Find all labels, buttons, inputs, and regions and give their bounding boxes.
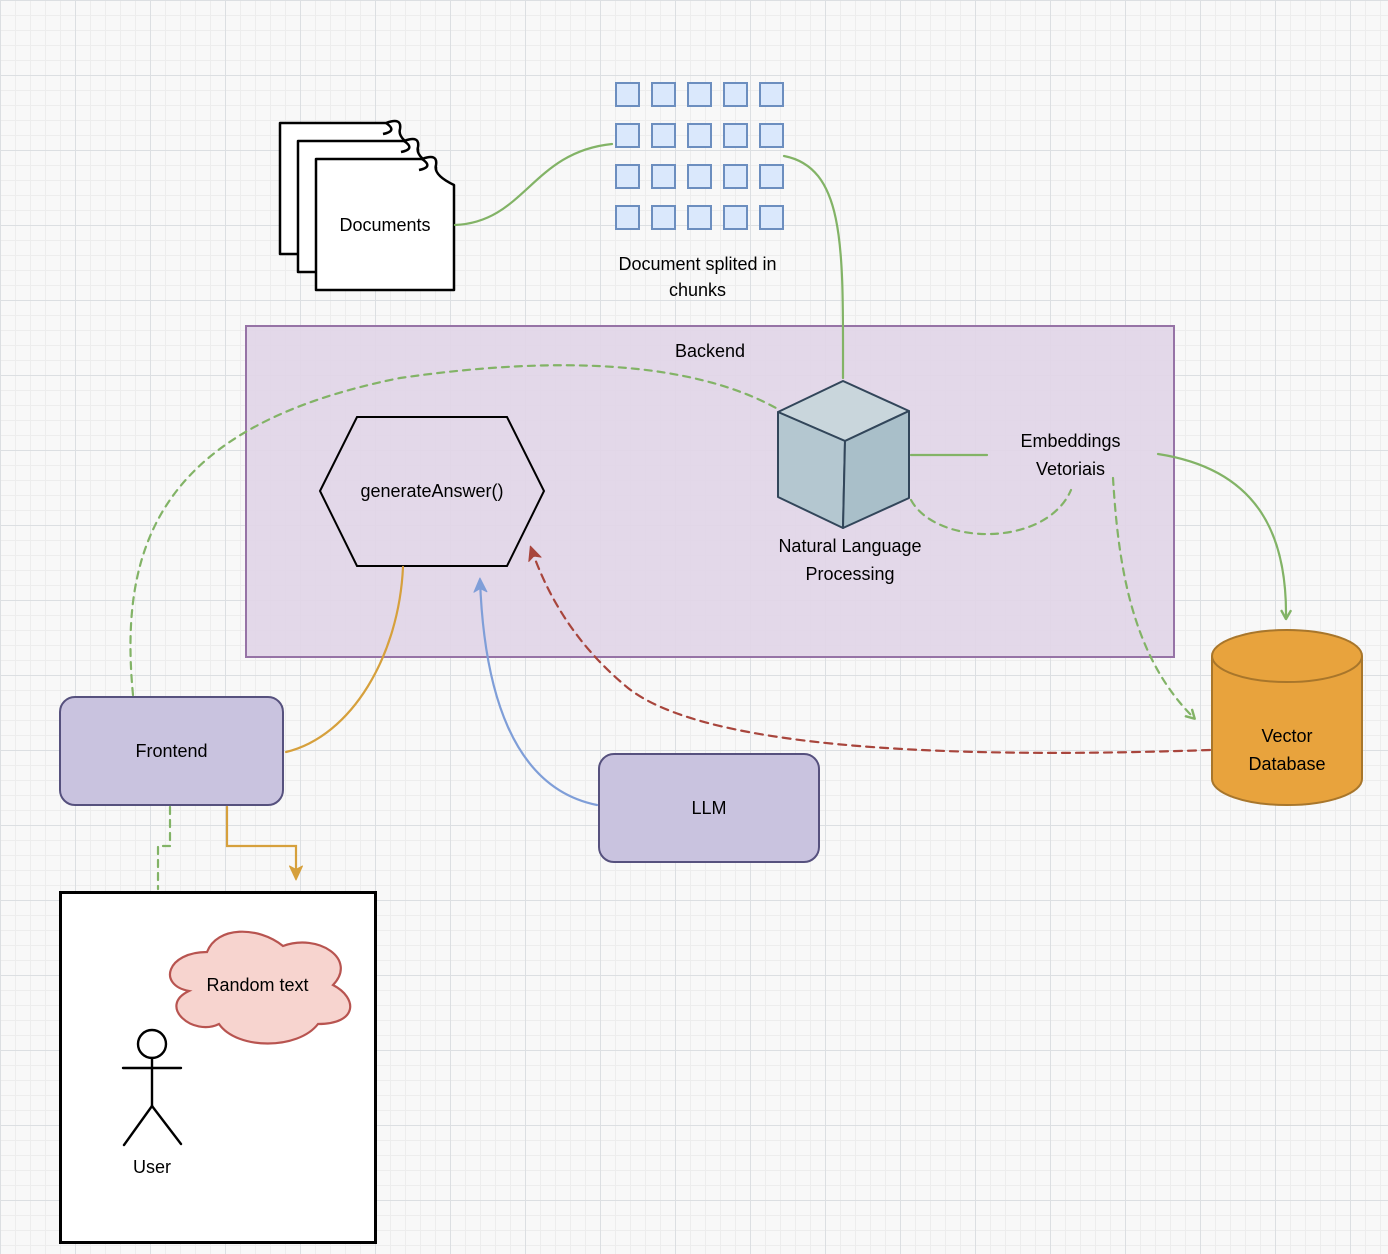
edge-llm-to-generateanswer <box>473 577 599 807</box>
vector-database-cylinder <box>1211 629 1363 806</box>
nlp-label: Natural Language Processing <box>778 536 922 584</box>
chunk-square <box>687 123 712 148</box>
documents-label: Documents <box>339 215 431 235</box>
chunk-square <box>651 164 676 189</box>
chunk-square <box>723 205 748 230</box>
chunk-square <box>651 82 676 107</box>
chunk-square <box>615 164 640 189</box>
chunk-square <box>723 164 748 189</box>
chunk-square <box>615 82 640 107</box>
backend-label: Backend <box>674 341 746 361</box>
documents-node <box>278 119 456 292</box>
vector-database-label: Vector Database <box>1248 726 1326 774</box>
random-text-cloud <box>169 930 352 1045</box>
random-text-label: Random text <box>206 975 309 995</box>
edge-chunks-to-nlp <box>782 154 845 380</box>
chunk-square <box>615 123 640 148</box>
chunk-square <box>723 123 748 148</box>
chunk-square <box>651 123 676 148</box>
chunk-square <box>687 82 712 107</box>
edge-embeddings-to-vectordb <box>1156 452 1292 621</box>
generate-answer-hexagon <box>318 416 546 567</box>
chunk-square <box>615 205 640 230</box>
chunk-square <box>687 205 712 230</box>
edge-frontend-to-nlp-dashed <box>129 364 778 697</box>
chunks-grid <box>615 82 784 230</box>
frontend-node: Frontend <box>59 696 284 806</box>
user-stick-figure <box>121 1028 183 1147</box>
chunk-square <box>687 164 712 189</box>
generate-answer-label: generateAnswer() <box>360 481 504 501</box>
llm-node: LLM <box>598 753 820 863</box>
frontend-label: Frontend <box>135 740 208 761</box>
embeddings-label: Embeddings Vetoriais <box>1020 431 1121 479</box>
chunk-square <box>759 205 784 230</box>
nlp-cube-icon <box>777 380 910 529</box>
chunk-square <box>759 82 784 107</box>
edge-frontend-to-user-dashed <box>156 805 172 891</box>
edge-frontend-to-user <box>225 805 303 881</box>
chunk-square <box>759 123 784 148</box>
edge-generateanswer-to-frontend <box>284 565 405 754</box>
edge-documents-to-chunks <box>453 142 614 227</box>
user-label: User <box>132 1157 171 1177</box>
chunks-caption: Document splited in chunks <box>618 254 777 300</box>
chunk-square <box>759 164 784 189</box>
edge-embeddings-to-vectordb-dashed <box>1111 476 1196 720</box>
chunk-square <box>723 82 748 107</box>
chunk-square <box>651 205 676 230</box>
llm-label: LLM <box>691 797 727 818</box>
edge-vectordb-to-generateanswer <box>528 545 1212 754</box>
edge-nlp-to-embeddings-dashed <box>909 488 1073 536</box>
